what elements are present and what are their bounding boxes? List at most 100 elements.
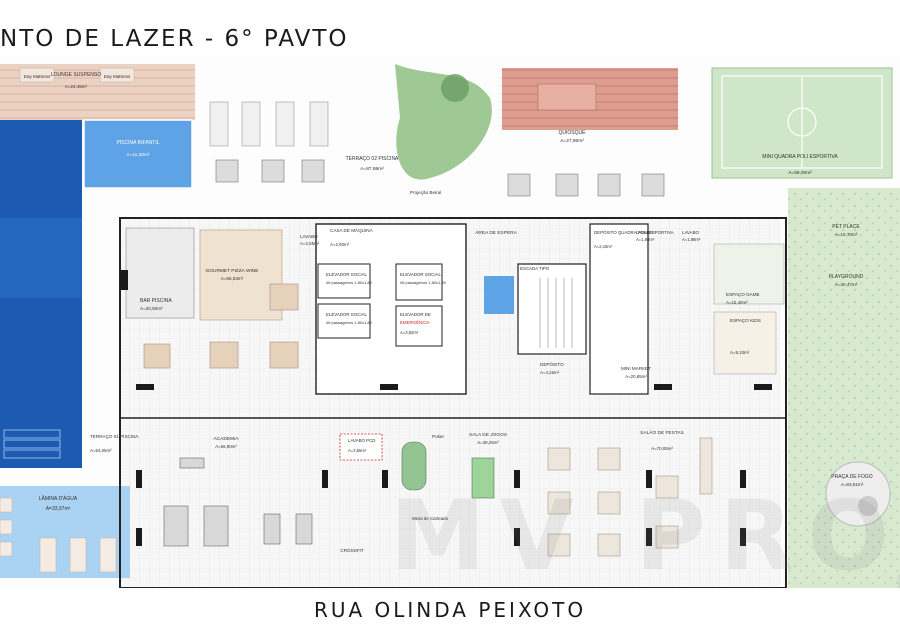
water-tank (484, 276, 514, 314)
deposito1-name: DEPÓSITO (540, 361, 564, 367)
quiosque-name: QUIOSQUE (559, 130, 587, 136)
lamina-agua-name: LÂMINA D'ÁGUA (39, 495, 78, 502)
lavabo3-name: LAVABO (682, 230, 700, 235)
plan-title: NTO DE LAZER - 6° PAVTO (0, 26, 349, 52)
academia-area: A=66,90m² (215, 444, 237, 449)
piscina-infantil (83, 119, 193, 189)
quiosque-counter (537, 83, 597, 111)
elevador-emergencia (395, 305, 443, 347)
mesa-carteado-label: Mesa de Carteado (412, 516, 449, 521)
lamina-agua-area: A=33,97m² (46, 506, 71, 512)
elevador-social-2-name: ELEVADOR SOCIAL (326, 312, 367, 317)
mini-market-area: A=20,95m² (625, 374, 647, 379)
lavabo2-area: A=1,98m² (636, 237, 655, 242)
lavabo1-area: A=2,55m² (300, 241, 320, 246)
piscina-infantil-area: A=11,00m² (126, 152, 150, 158)
escada (517, 263, 587, 355)
exterior-walls (119, 217, 787, 588)
bar-counter (125, 227, 195, 319)
espaco-kids (713, 311, 777, 375)
terraco02-area: A=87,98m² (360, 166, 384, 172)
main-pool-deep (0, 218, 82, 298)
espaco-game-name: ESPAÇO GAME (726, 292, 760, 297)
deck-loungers (209, 101, 329, 147)
bar-piscina-area: A=20,50m² (140, 306, 163, 311)
gourmet-area (199, 229, 283, 321)
deposito1-area: A=4,26m² (540, 370, 560, 375)
elevador-social-3 (395, 263, 443, 301)
gourmet-area-value: A=55,53m² (221, 276, 244, 281)
pet-place-name: PET PLACE (832, 224, 860, 230)
elevador-social-1-spec: 08 passageiros 1,80x1,80 (326, 280, 373, 285)
elevador-social-2 (317, 303, 371, 339)
day-mattress-right-label: Day Mattress (104, 74, 131, 79)
lavabo-pcd-area: A=3,55m² (348, 448, 367, 453)
poker-label: Poker (432, 434, 444, 439)
escada-label: ESCADA TIPO (520, 266, 550, 271)
elevador-emergencia-name: ELEVADOR DE (400, 312, 431, 317)
elevador-social-1-name: ELEVADOR SOCIAL (326, 272, 367, 277)
sala-jogos-area: A=38,25m² (477, 440, 499, 445)
elevador-social-3-spec: 08 passageiros 1,80x1,80 (400, 280, 447, 285)
sala-jogos-name: SALA DE JOGOS (469, 432, 507, 438)
terraco02-name: TERRAÇO 02 PISCINA (346, 156, 399, 162)
crossfit-label: CROSSFIT (340, 548, 363, 553)
elevador-social-2-spec: 08 passageiros 1,80x1,80 (326, 320, 373, 325)
street-name: RUA OLINDA PEIXOTO (313, 598, 587, 622)
espaco-game-area: A=15,40m² (726, 300, 748, 305)
bar-piscina-name: BAR PISCINA (140, 298, 172, 304)
praca-fogo-name: PRAÇA DE FOGO (831, 474, 873, 480)
mini-quadra-name: MINI QUADRA POLI ESPORTIVA (762, 154, 838, 160)
terraco01-name: TERRAÇO 01 PISCINA (90, 434, 139, 439)
day-mattress-left (19, 67, 55, 83)
espaco-kids-area: A=9,10m² (730, 350, 750, 355)
projecao-beiral-label: Projeção Beiral (410, 190, 441, 195)
mini-market-block (589, 223, 649, 395)
fire-pit (858, 496, 878, 516)
party-tables (547, 437, 713, 557)
poker-table (401, 441, 427, 491)
pet-place-area: A=15,70m² (835, 232, 858, 237)
lounge-name: LOUNGE SUSPENSO (51, 72, 101, 78)
gourmet-tables (143, 283, 299, 369)
academia-name: ACADEMIA (213, 436, 239, 442)
espaco-kids-name: ESPAÇO KIDS (730, 318, 761, 323)
pool-steps (3, 429, 61, 459)
piscina-infantil-name: PISCINA INFANTIL (116, 140, 159, 146)
lamina-loungers (0, 497, 117, 573)
casa-maquina-area: A=2,90m² (330, 242, 350, 247)
praca-fogo-area: A=83,81m² (841, 482, 864, 487)
lounge-area: A=24,45m² (65, 84, 88, 89)
lavabo2-name: LAVABO (636, 230, 654, 235)
lavabo3-area: A=1,98m² (682, 237, 701, 242)
casa-maquina-name: CASA DE MÁQUINA (330, 227, 374, 233)
area-espera-label: ÁREA DE ESPERA (475, 229, 517, 236)
lavabo1-name: LAVABO (300, 234, 318, 239)
elevador-emergencia-name2: EMERGÊNCIA (400, 320, 430, 325)
stair-treads (539, 278, 573, 348)
salao-festas-area: A=70,05m² (651, 446, 673, 451)
elevador-social-1 (317, 263, 371, 299)
playground-name: PLAYGROUND (829, 274, 864, 280)
garden-shrub (441, 74, 469, 102)
deck-tables (215, 159, 665, 197)
salao-festas-name: SALÃO DE FESTAS (640, 429, 684, 436)
gym-equipment (163, 457, 313, 547)
deposito-quadra-area: A=2,16m² (594, 244, 613, 249)
floor-plan: Day Mattress Day Mattress LOUNGE SUSPENS… (0, 58, 900, 588)
elevador-emergencia-area: A=3,62m² (400, 330, 419, 335)
lavabo-pcd-name: LAVABO PCD (348, 438, 375, 443)
quiosque-area: A=27,96m² (560, 138, 584, 144)
pool-table (471, 457, 495, 499)
deposito-quadra-name: DEPÓSITO QUADRA POLI ESPORTIVA (594, 230, 674, 235)
espaco-game (713, 243, 785, 305)
mini-quadra-area: A=58,00m² (788, 170, 812, 176)
playground-area: A=30,47m² (835, 282, 858, 287)
court-lines (721, 75, 883, 169)
gourmet-name: GOURMET PIZZA WINE (206, 268, 259, 274)
day-mattress-right (99, 67, 135, 83)
lavabo-pcd (339, 433, 383, 461)
elevador-social-3-name: ELEVADOR SOCIAL (400, 272, 441, 277)
watermark: MV PROJETO (390, 480, 900, 592)
day-mattress-left-label: Day Mattress (24, 74, 51, 79)
